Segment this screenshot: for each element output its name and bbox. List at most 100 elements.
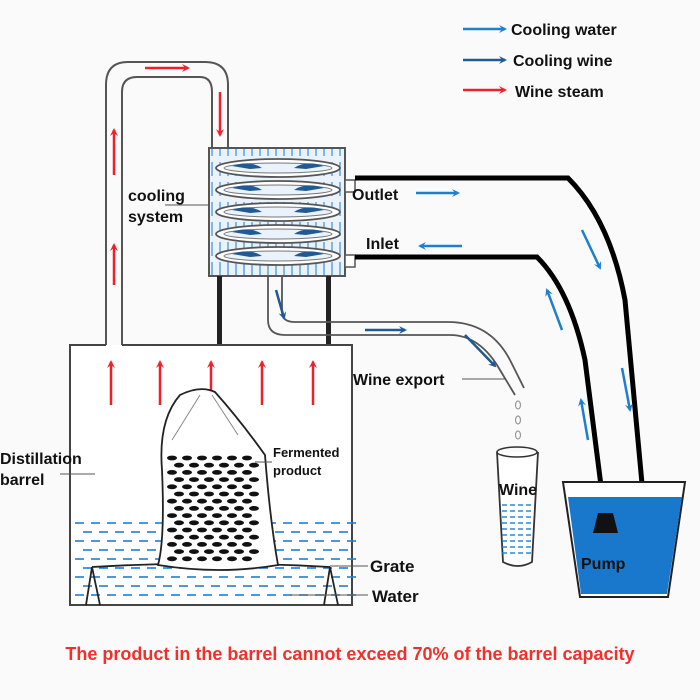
coil-flow-icon (294, 251, 324, 257)
water-label: Water (372, 587, 419, 606)
product-dot (197, 498, 207, 504)
legend-item-wine-steam: Wine steam (463, 84, 604, 101)
product-dot (197, 556, 207, 562)
product-dot (182, 470, 192, 475)
product-dot (167, 470, 177, 475)
product-dot (174, 520, 184, 526)
product-dot (189, 462, 199, 468)
product-dot (242, 484, 252, 490)
cooling-system-label: system (128, 209, 183, 226)
water-bucket: Pump (561, 481, 687, 598)
wine-flow-arrow-icon (274, 289, 287, 320)
water-flow-arrow-icon (578, 398, 590, 441)
coil-flow-icon (294, 185, 324, 191)
coil-flow-icon (294, 163, 324, 169)
legend-label: Cooling water (511, 22, 617, 39)
product-dot (204, 506, 214, 511)
legend-label: Cooling wine (513, 53, 613, 70)
product-dot (174, 506, 184, 511)
product-dot (204, 534, 214, 540)
product-dot (242, 498, 252, 504)
barrel-steam-arrows (107, 360, 317, 405)
legend-label: Wine steam (515, 84, 604, 101)
distillation-barrel: Fermented product Distillation barrel Gr… (0, 344, 419, 606)
legend-item-cooling-wine: Cooling wine (463, 53, 613, 70)
product-dot (234, 491, 244, 497)
product-dot (167, 498, 177, 504)
coil-flow-icon (232, 163, 262, 169)
product-dot (174, 462, 184, 468)
water-flow-arrow-icon (580, 229, 602, 270)
product-dot (212, 556, 222, 562)
product-dot (167, 542, 177, 547)
fermented-product-label: product (273, 463, 322, 478)
product-dot (182, 542, 192, 547)
product-dot (189, 520, 199, 526)
fermented-product-bag (156, 388, 280, 571)
inlet-label: Inlet (366, 236, 400, 253)
product-dot (227, 470, 237, 475)
product-dot (249, 506, 259, 511)
pump-icon (593, 513, 618, 533)
steam-pipe (105, 61, 229, 345)
product-dot (182, 484, 192, 490)
product-dot (227, 556, 237, 562)
wine-export-pipe: Wine export (267, 276, 525, 440)
product-dot (249, 491, 259, 497)
product-dot (197, 542, 207, 547)
product-dot (212, 527, 222, 533)
coil-flow-icon (232, 207, 262, 213)
product-dot (219, 491, 229, 497)
product-dot (212, 470, 222, 475)
product-dot (227, 455, 237, 461)
wine-flow-arrow-icon (464, 334, 497, 368)
product-dot (242, 455, 252, 461)
product-dot (182, 527, 192, 533)
distillation-barrel-label: Distillation (0, 451, 82, 468)
product-dot (197, 513, 207, 518)
product-dot (167, 556, 177, 562)
product-dot (212, 542, 222, 547)
product-dot (219, 477, 229, 482)
product-dot (234, 462, 244, 468)
product-dot (212, 484, 222, 490)
coil-flow-icon (232, 185, 262, 191)
product-dot (227, 542, 237, 547)
product-dot (219, 534, 229, 540)
cooling-system: cooling system (128, 147, 356, 344)
product-dot (182, 556, 192, 562)
product-dot (189, 477, 199, 482)
product-dot (234, 520, 244, 526)
product-dot (219, 506, 229, 511)
distillation-barrel-label: barrel (0, 472, 44, 489)
grate-label: Grate (370, 557, 414, 576)
product-dot (249, 549, 259, 554)
product-dot (197, 455, 207, 461)
product-dot (212, 513, 222, 518)
product-dot (174, 491, 184, 497)
product-dot (167, 527, 177, 533)
product-dot (227, 498, 237, 504)
product-dot (242, 527, 252, 533)
product-dot (227, 527, 237, 533)
coil-flow-icon (294, 207, 324, 213)
product-dot (234, 534, 244, 540)
wine-export-label: Wine export (353, 372, 445, 389)
product-dot (242, 542, 252, 547)
product-dot (219, 462, 229, 468)
wine-drops (514, 400, 522, 440)
product-dot (167, 513, 177, 518)
product-dot (242, 470, 252, 475)
product-dot (227, 513, 237, 518)
cooling-water-hoses: Outlet Inlet (352, 175, 653, 571)
product-dot (204, 462, 214, 468)
product-dot (174, 477, 184, 482)
product-dot (197, 484, 207, 490)
product-dot (182, 455, 192, 461)
coil-flow-icon (232, 229, 262, 235)
water-flow-arrow-icon (545, 288, 564, 331)
product-dot (167, 455, 177, 461)
product-dot (219, 549, 229, 554)
product-dot (174, 534, 184, 540)
product-dot (182, 513, 192, 518)
